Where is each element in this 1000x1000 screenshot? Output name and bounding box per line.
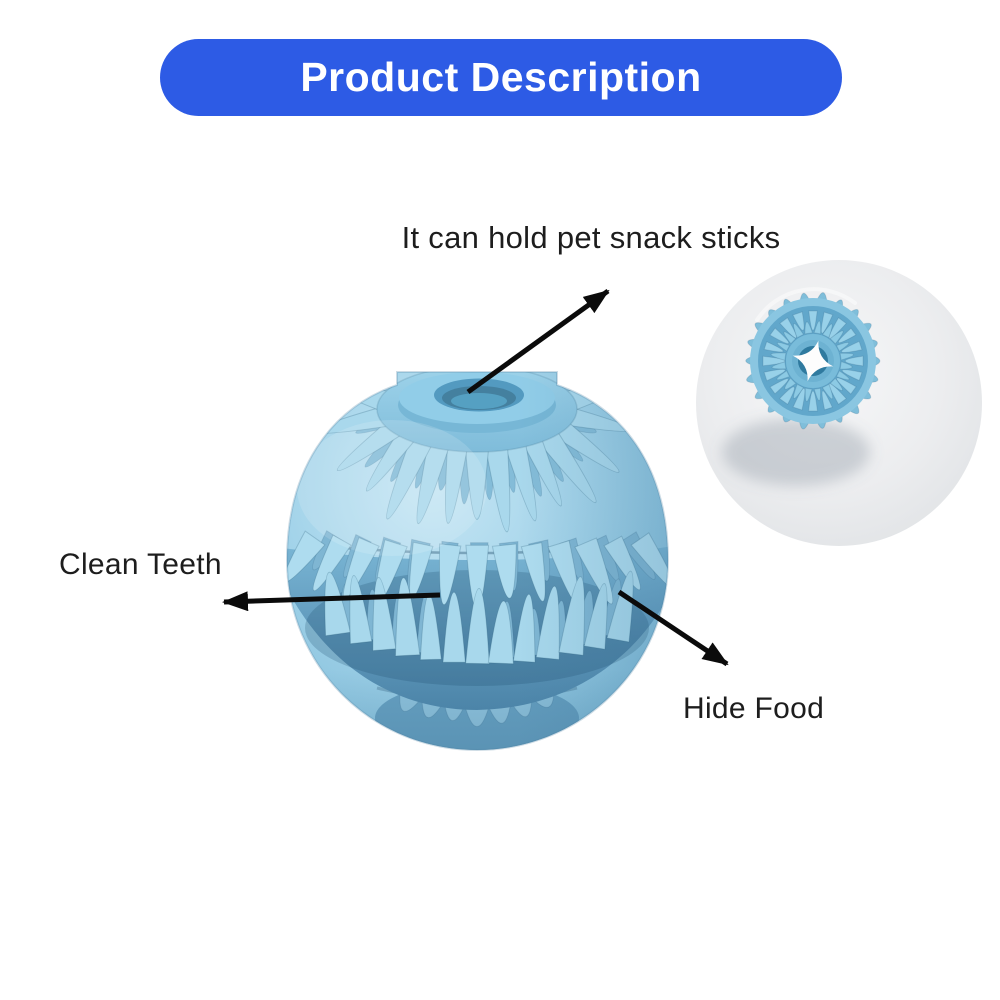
snack-sticks-label: It can hold pet snack sticks xyxy=(401,220,781,255)
clean-teeth-label: Clean Teeth xyxy=(59,548,222,581)
clean-teeth-arrow xyxy=(222,591,441,612)
hide-food-label: Hide Food xyxy=(683,692,825,725)
ball-top-view-inset xyxy=(696,260,982,546)
snack-stick-hole xyxy=(792,340,834,382)
banner: Product Description xyxy=(160,39,842,116)
hide-food-arrow xyxy=(617,589,729,667)
chew-ball-image xyxy=(285,371,670,752)
banner-title: Product Description xyxy=(300,54,702,100)
snack-sticks-arrow xyxy=(466,288,610,395)
